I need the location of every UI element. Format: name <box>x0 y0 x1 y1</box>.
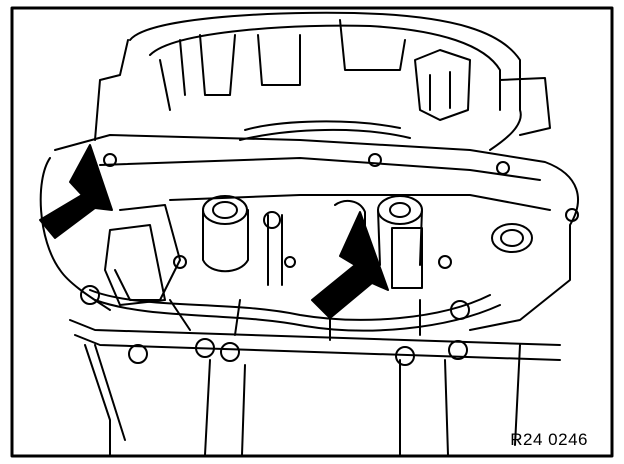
pan-bolt <box>220 342 240 362</box>
bolt-hole <box>103 153 117 167</box>
figure-border <box>10 6 614 458</box>
pan-bolt <box>195 338 215 358</box>
lower-pan <box>69 285 561 456</box>
pan-bolt <box>448 340 468 360</box>
bolt-hole <box>368 153 382 167</box>
callout-arrow-center <box>311 211 389 319</box>
pan-bolt <box>395 346 415 366</box>
bolt-hole <box>496 161 510 175</box>
bolt-hole <box>565 208 579 222</box>
callout-arrow-left <box>39 144 113 239</box>
upper-housing <box>94 11 551 151</box>
figure-reference-code: R24 0246 <box>510 430 588 449</box>
flange-plate <box>39 134 579 331</box>
pan-bolt <box>80 285 100 305</box>
valve-body <box>89 194 551 341</box>
pan-bolt <box>128 344 148 364</box>
